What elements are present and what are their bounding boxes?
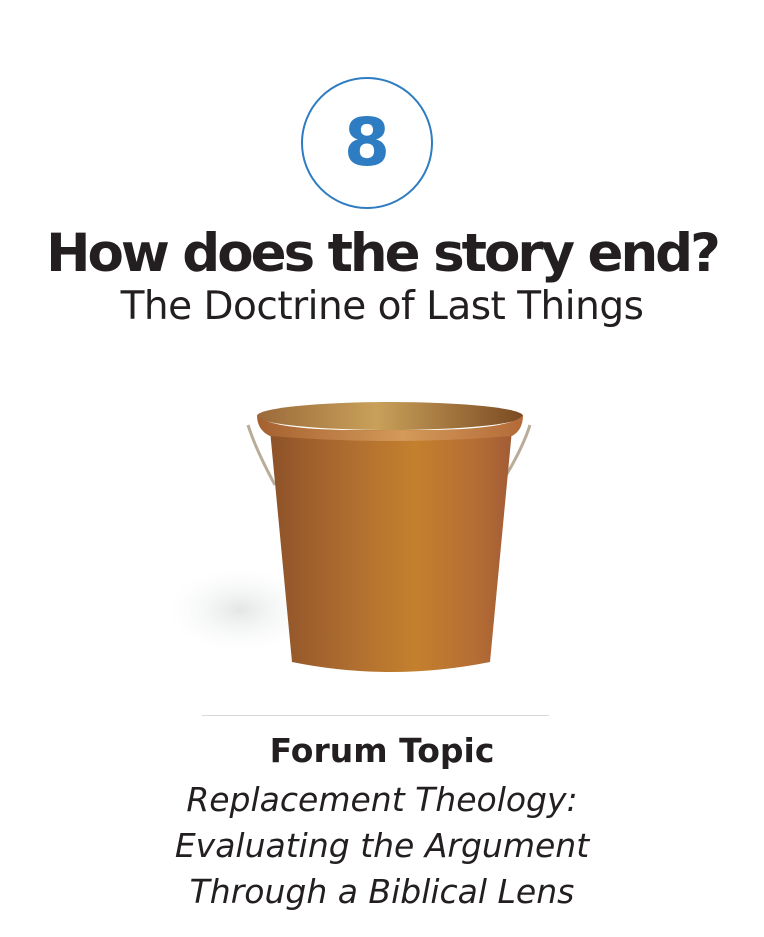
forum-topic-line: Through a Biblical Lens [189, 872, 575, 911]
chapter-number-badge: 8 [301, 77, 433, 209]
bucket-icon [160, 390, 540, 694]
forum-topic-line: Replacement Theology: [186, 780, 578, 819]
page-subtitle: The Doctrine of Last Things [120, 284, 644, 329]
forum-topic-label: Forum Topic [269, 731, 495, 770]
divider [202, 715, 549, 716]
forum-topic-line: Evaluating the Argument [174, 826, 590, 865]
page-title: How does the story end? [46, 223, 721, 284]
chapter-number: 8 [344, 104, 390, 181]
forum-topic-title: Replacement Theology: Evaluating the Arg… [0, 777, 764, 915]
